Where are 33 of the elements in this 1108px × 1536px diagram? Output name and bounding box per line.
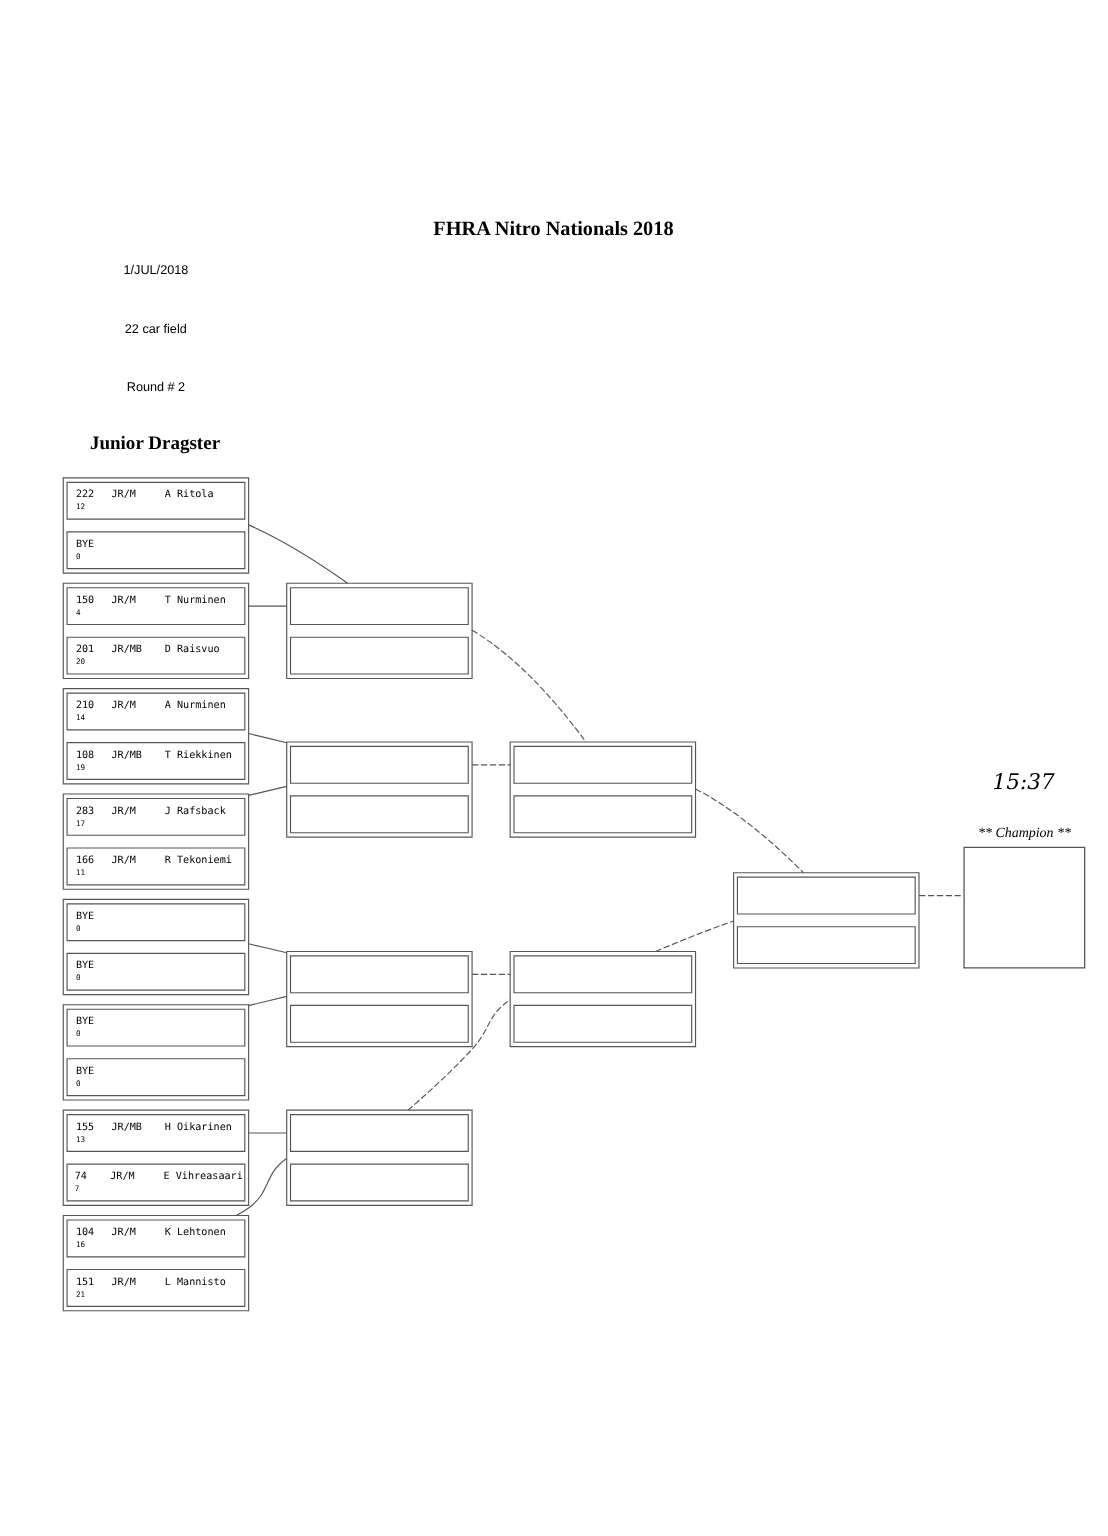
connector: [471, 764, 511, 766]
node-box: [289, 955, 469, 994]
connector: [471, 973, 511, 975]
node-box: [289, 636, 469, 675]
node-box: [289, 1163, 469, 1202]
connector: [471, 629, 587, 743]
connector: [235, 1157, 288, 1217]
node-box: [289, 1114, 469, 1152]
node-box: [513, 955, 693, 994]
connector: [248, 943, 288, 954]
connector: [407, 999, 511, 1111]
label: 15:37: [992, 769, 1055, 796]
node-box: [513, 745, 693, 784]
connector: [655, 920, 735, 953]
node-box: [963, 846, 1086, 969]
connector: [248, 524, 349, 584]
node-box: [289, 1004, 469, 1043]
connector: [248, 995, 288, 1007]
node-box: [736, 876, 916, 915]
connector: [248, 785, 288, 796]
diagram-title: FHRA Nitro Nationals 2018: [433, 219, 674, 242]
node-box: [289, 745, 469, 784]
node-box: [736, 926, 916, 965]
node-box: [289, 795, 469, 834]
node-box: [289, 587, 469, 626]
label: Junior Dragster: [89, 435, 221, 456]
node-box: [513, 1004, 693, 1043]
connector: [918, 895, 962, 897]
connector: [248, 605, 288, 607]
connector: [694, 788, 805, 874]
connector: [248, 1132, 288, 1134]
node-box: [513, 795, 693, 834]
connector: [248, 733, 288, 744]
